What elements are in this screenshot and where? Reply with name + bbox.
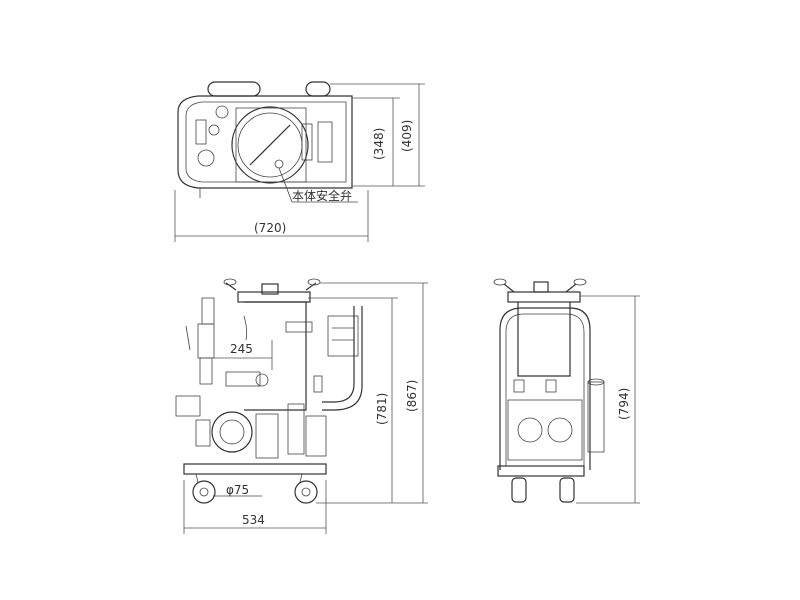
side-mid-valve <box>255 373 269 387</box>
top-handle-right <box>305 81 331 97</box>
callout-safety-valve: 本体安全弁 <box>292 188 352 203</box>
side-rack <box>327 315 359 357</box>
front-base <box>497 465 585 477</box>
side-valve-top <box>201 297 215 325</box>
side-lid-handle-l <box>225 282 237 291</box>
front-fitting-l <box>513 379 525 393</box>
side-wheel-left-hub <box>199 487 209 497</box>
top-tank-lever <box>249 124 291 166</box>
top-tank-flange <box>235 107 307 183</box>
front-frame-outer <box>499 307 591 470</box>
front-fitting-c <box>545 379 557 393</box>
front-wheel-r <box>559 477 575 503</box>
side-lid-knob-r <box>307 278 321 286</box>
side-caster-l <box>195 473 199 483</box>
side-pump-inner <box>219 419 245 445</box>
front-pump-1 <box>517 417 543 443</box>
front-pump-2 <box>547 417 573 443</box>
dim-348-label: (348) <box>372 128 386 160</box>
side-inlet <box>175 395 201 417</box>
top-safety-valve <box>274 159 284 169</box>
top-gauge-2 <box>197 149 215 167</box>
side-wheel-right-hub <box>301 487 311 497</box>
top-gauge-1 <box>215 105 229 119</box>
front-knob-r <box>573 278 587 286</box>
side-view: 245 φ75 534 (781) (867) <box>175 278 428 534</box>
top-valve-1 <box>208 124 220 136</box>
front-handle-r <box>565 283 577 293</box>
side-pump-outer <box>211 411 253 453</box>
top-handle-left <box>207 81 261 97</box>
side-mid-fitting <box>225 371 261 387</box>
dim-794-label: (794) <box>617 388 631 420</box>
side-base <box>183 463 327 475</box>
front-knob-l <box>493 278 507 286</box>
callout-leader <box>278 167 293 203</box>
dim-phi75-label: φ75 <box>226 483 249 497</box>
side-lid-knob-l <box>223 278 237 286</box>
side-regulator <box>287 403 305 455</box>
dim-245-label: 245 <box>230 342 253 356</box>
top-frame-outer <box>177 95 353 189</box>
front-side-pipe <box>587 381 605 453</box>
dim-781-label: (781) <box>375 393 389 425</box>
side-valve-body <box>197 323 215 359</box>
front-handle-l <box>503 283 515 293</box>
top-pipe-2 <box>301 123 313 161</box>
front-wheel-l <box>511 477 527 503</box>
side-tank-seam <box>243 315 248 341</box>
front-lid-top <box>533 281 549 293</box>
side-lid-handle-r <box>305 282 317 291</box>
front-pump-area <box>507 399 583 461</box>
side-motor <box>305 415 327 457</box>
front-side-pipe-top <box>587 378 605 386</box>
side-pump-port <box>195 419 211 447</box>
side-small-fitting <box>313 375 323 393</box>
side-tank-label <box>285 321 313 333</box>
side-tank <box>244 301 307 411</box>
top-frame-inner <box>185 101 347 183</box>
side-pipe-lower <box>199 357 213 385</box>
top-tank-outer <box>231 106 309 184</box>
front-tank <box>517 302 571 377</box>
top-view: 本体安全弁 (720) (348) (409) <box>174 81 425 242</box>
side-wheel-left <box>192 480 216 504</box>
side-lid-top <box>261 283 279 295</box>
side-handle-pipe <box>322 306 355 403</box>
front-lid <box>507 291 581 303</box>
side-handle-pipe-2 <box>322 306 363 411</box>
dim-867-label: (867) <box>405 380 419 412</box>
top-fitting <box>317 121 333 163</box>
dim-534-label: 534 <box>242 513 265 527</box>
side-valve-handle <box>185 325 191 351</box>
side-filter <box>255 413 279 459</box>
front-view: (794) <box>493 278 640 504</box>
front-frame-inner <box>505 313 585 466</box>
dim-720-label: (720) <box>254 221 286 235</box>
side-caster-r <box>299 473 303 483</box>
side-wheel-right <box>294 480 318 504</box>
dim-409-label: (409) <box>400 120 414 152</box>
top-pipe-1 <box>195 119 207 145</box>
